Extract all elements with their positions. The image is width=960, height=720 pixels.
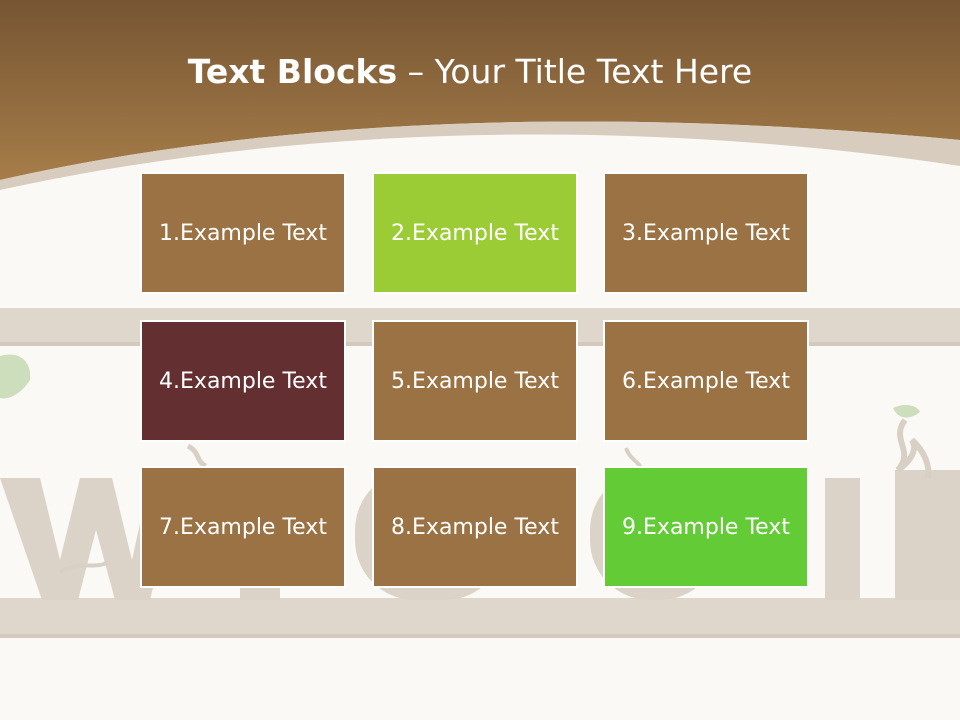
header-arc <box>0 121 960 190</box>
title-dash: – <box>397 52 435 91</box>
slide-title: Text Blocks – Your Title Text Here <box>0 52 940 91</box>
text-block-label: 2.Example Text <box>391 220 559 246</box>
text-block-8[interactable]: 8.Example Text <box>372 466 578 588</box>
text-block-3[interactable]: 3.Example Text <box>603 172 809 294</box>
text-block-7[interactable]: 7.Example Text <box>140 466 346 588</box>
text-block-1[interactable]: 1.Example Text <box>140 172 346 294</box>
text-block-label: 4.Example Text <box>159 368 327 394</box>
text-block-label: 3.Example Text <box>622 220 790 246</box>
text-block-label: 6.Example Text <box>622 368 790 394</box>
text-block-2[interactable]: 2.Example Text <box>372 172 578 294</box>
header-band <box>0 0 960 180</box>
title-bold: Text Blocks <box>187 52 398 91</box>
text-block-label: 8.Example Text <box>391 514 559 540</box>
title-rest: Your Title Text Here <box>434 52 753 91</box>
text-block-label: 1.Example Text <box>159 220 327 246</box>
text-block-label: 7.Example Text <box>159 514 327 540</box>
text-block-6[interactable]: 6.Example Text <box>603 320 809 442</box>
text-block-5[interactable]: 5.Example Text <box>372 320 578 442</box>
text-block-label: 9.Example Text <box>622 514 790 540</box>
text-block-label: 5.Example Text <box>391 368 559 394</box>
text-block-4[interactable]: 4.Example Text <box>140 320 346 442</box>
text-block-9[interactable]: 9.Example Text <box>603 466 809 588</box>
